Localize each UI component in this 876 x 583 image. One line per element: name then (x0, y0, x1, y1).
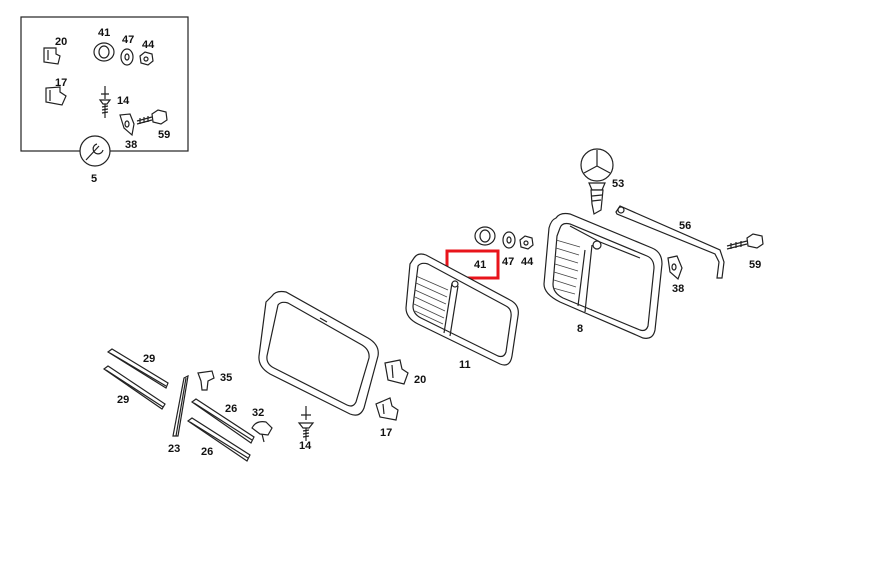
clip-35-icon (197, 370, 215, 391)
highlight-box (445, 249, 500, 280)
callout-17: 17 (380, 427, 392, 439)
bolt-59-icon (726, 233, 764, 250)
inset-label-38: 38 (125, 139, 137, 151)
callout-38: 38 (672, 283, 684, 295)
callout-26-lower: 26 (201, 446, 213, 458)
grille-insert-11-icon (405, 253, 519, 366)
callout-56: 56 (679, 220, 691, 232)
inset-label-41: 41 (98, 27, 110, 39)
clip-17-icon (45, 86, 67, 106)
mounting-collar-41-icon (93, 42, 115, 62)
screw-14-icon (297, 406, 315, 441)
inset-label-59: 59 (158, 129, 170, 141)
callout-11: 11 (459, 359, 471, 371)
callout-29-lower: 29 (117, 394, 129, 406)
trim-bar-23-icon (172, 374, 189, 437)
inset-label-44: 44 (142, 39, 155, 51)
callout-35: 35 (220, 372, 232, 384)
callout-29-upper: 29 (143, 353, 155, 365)
trim-strip-26-icon (186, 417, 251, 462)
clip-17-icon (375, 397, 399, 421)
hood-star-emblem-53-icon (580, 148, 614, 215)
callout-32: 32 (252, 407, 264, 419)
trim-strip-29-icon (102, 365, 166, 410)
clip-20-icon (43, 47, 61, 65)
nut-44-icon (519, 235, 534, 250)
inset-label-20: 20 (55, 36, 67, 48)
trim-strip-29-icon (106, 348, 169, 389)
callout-53: 53 (612, 178, 624, 190)
inset-label-17: 17 (55, 77, 67, 89)
inset-box-label: 5 (91, 173, 97, 185)
screw-14-icon (98, 86, 112, 118)
inset-label-14: 14 (117, 95, 130, 107)
callout-23: 23 (168, 443, 180, 455)
radiator-grille-shell-8-icon (543, 212, 663, 339)
clip-20-icon (384, 359, 409, 385)
connecting-rod-56-icon (615, 205, 725, 279)
callout-8: 8 (577, 323, 583, 335)
callout-41: 41 (474, 259, 486, 271)
mounting-collar-41-icon (474, 226, 496, 246)
callout-26-upper: 26 (225, 403, 237, 415)
inset-label-47: 47 (122, 34, 134, 46)
clip-32-icon (251, 421, 273, 443)
wrench-icon (79, 135, 111, 167)
clip-nut-38-icon (119, 113, 135, 137)
callout-44: 44 (521, 256, 534, 268)
callout-20: 20 (414, 374, 426, 386)
washer-47-icon (502, 231, 516, 249)
callout-59: 59 (749, 259, 761, 271)
washer-47-icon (120, 48, 134, 66)
grille-frame-icon (258, 290, 379, 416)
inset-box: 20 41 47 44 17 14 (20, 16, 189, 167)
clip-nut-38-icon (667, 255, 683, 281)
callout-14: 14 (299, 440, 312, 452)
bolt-59-icon (136, 109, 168, 125)
trim-strip-26-icon (190, 398, 255, 444)
nut-44-icon (139, 51, 154, 66)
callout-47: 47 (502, 256, 514, 268)
